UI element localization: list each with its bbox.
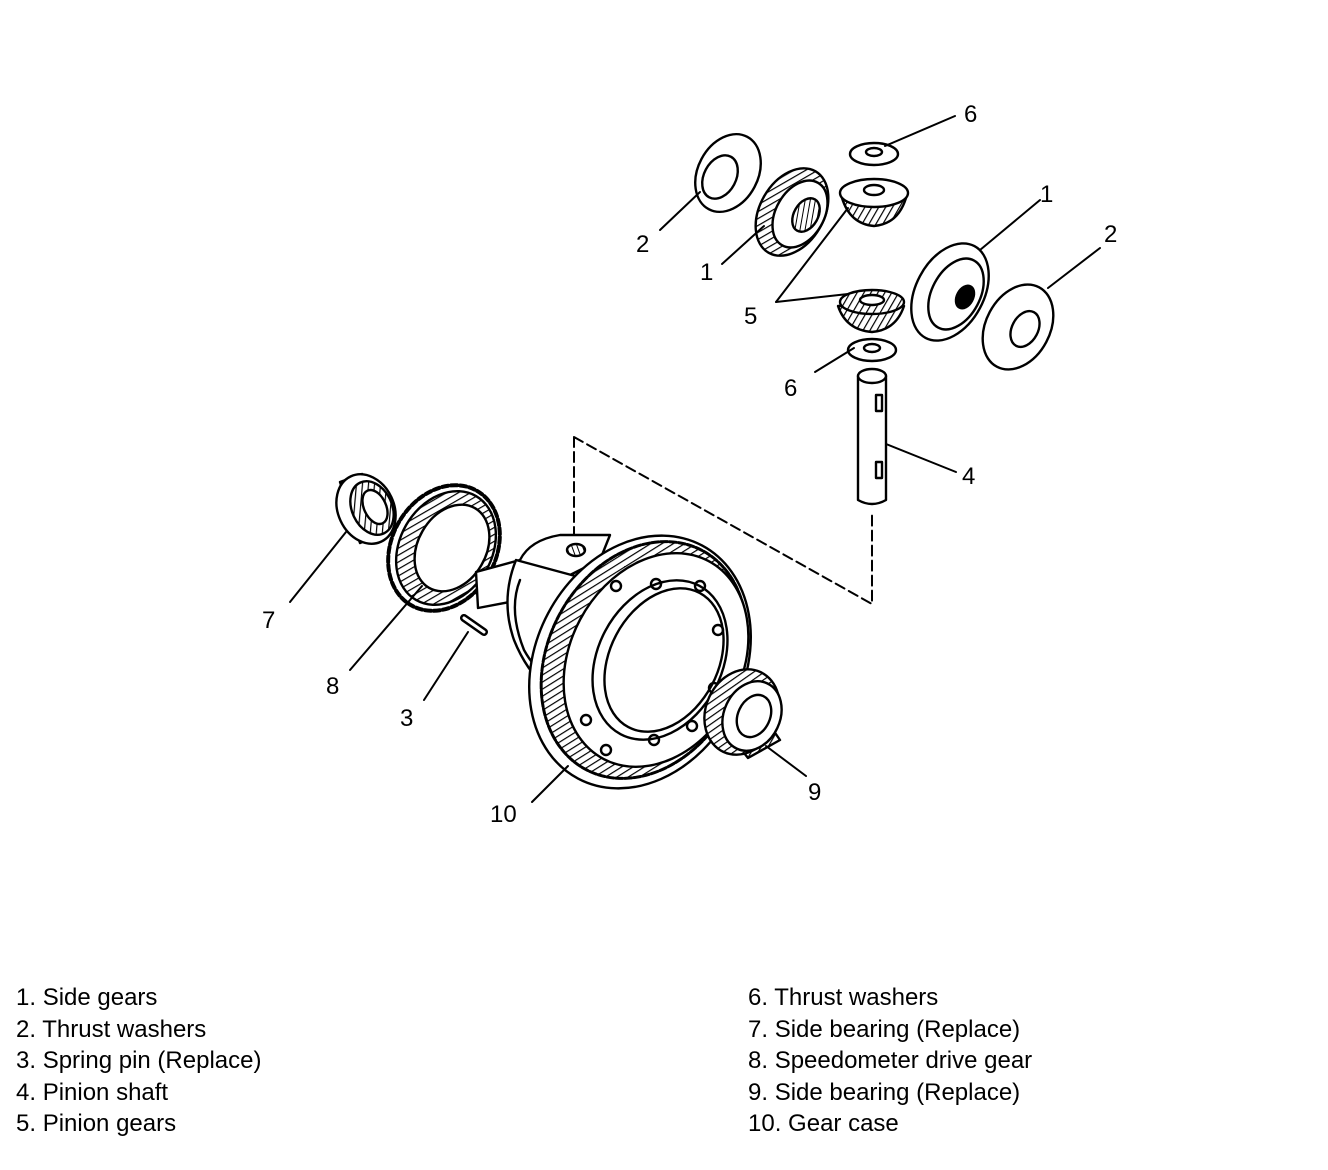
callout-4-pinion-shaft: 4: [962, 463, 975, 490]
alignment-dashed-line: [573, 436, 873, 605]
thrust-washer-left: [694, 132, 762, 214]
speedometer-drive-gear: [386, 483, 502, 613]
legend-item: 8. Speedometer drive gear: [748, 1047, 1033, 1074]
callout-8-speedometer-drive-gear: 8: [326, 673, 339, 700]
legend-item: 4. Pinion shaft: [16, 1078, 169, 1106]
gear-case: [474, 533, 752, 790]
side-bearing-right: [703, 668, 783, 760]
callout-2-thrust-washer-right: 2: [1104, 221, 1117, 248]
thrust-washer-lower: [846, 337, 898, 363]
thrust-washer-right: [981, 283, 1055, 371]
callout-1-side-gear-right: 1: [1040, 181, 1053, 208]
pinion-gear-upper: [838, 177, 910, 228]
spring-pin: [460, 614, 488, 636]
callout-3-spring-pin: 3: [400, 705, 413, 732]
callout-6-thrust-washer-lower: 6: [784, 375, 797, 402]
pinion-gear-lower: [836, 288, 906, 334]
legend-item: 6. Thrust washers: [748, 984, 939, 1011]
callout-6-thrust-washer-upper: 6: [964, 101, 977, 128]
legend-item: 1. Side gears: [16, 984, 158, 1011]
legend-item: 9. Side bearing (Replace): [748, 1078, 1021, 1106]
legend-item: 7. Side bearing (Replace): [748, 1015, 1021, 1043]
side-gear-left: [754, 167, 830, 257]
callout-7-side-bearing-left: 7: [262, 607, 275, 634]
differential-exploded-diagram: 2 1 6 1 2 5 6 4 7 8 3 10 9: [262, 101, 1117, 828]
side-bearing-left: [335, 472, 397, 545]
callout-9-side-bearing-right: 9: [808, 779, 821, 806]
callout-10-gear-case: 10: [490, 801, 517, 828]
legend-left-column: 1. Side gears 2. Thrust washers 3. Sprin…: [16, 982, 261, 1140]
callout-1-side-gear-left: 1: [700, 259, 713, 286]
legend-item: 5. Pinion gears: [16, 1110, 177, 1137]
callout-5-pinion-gears: 5: [744, 303, 757, 330]
thrust-washer-upper: [848, 141, 900, 167]
pinion-shaft: [856, 367, 888, 506]
legend-right-column: 6. Thrust washers 7. Side bearing (Repla…: [748, 982, 1032, 1140]
legend-item: 10. Gear case: [748, 1110, 899, 1137]
legend-item: 2. Thrust washers: [16, 1015, 207, 1043]
leader-lines: [289, 115, 1101, 803]
legend-item: 3. Spring pin (Replace): [16, 1047, 262, 1074]
callout-2-thrust-washer-left: 2: [636, 231, 649, 258]
side-gear-right: [910, 242, 990, 342]
